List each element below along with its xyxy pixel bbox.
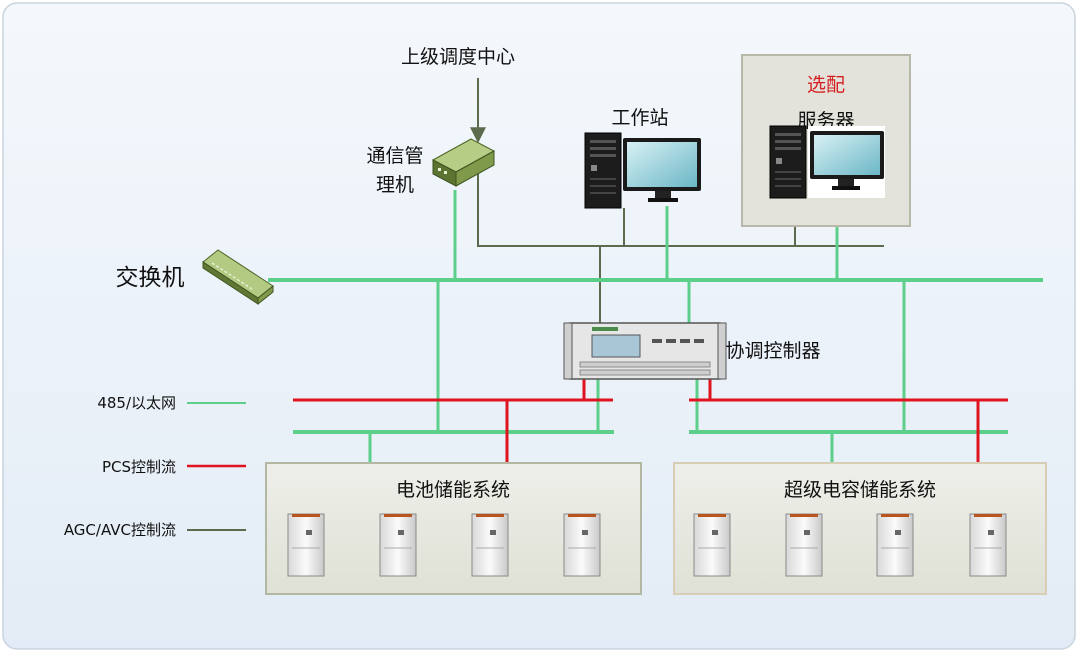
dispatch-center-label: 上级调度中心 (401, 46, 515, 68)
legend-ethernet-label: 485/以太网 (97, 394, 176, 412)
comm-manager-device-icon (431, 138, 496, 187)
cabinet-icon (693, 513, 731, 577)
supercap-system-label: 超级电容储能系统 (784, 479, 936, 501)
optional-label: 选配 (807, 74, 845, 96)
workstation-label: 工作站 (611, 107, 668, 129)
battery-cabinets (287, 513, 601, 577)
comm-manager-label-line2: 理机 (376, 174, 414, 196)
cabinet-icon (969, 513, 1007, 577)
legend-pcs-label: PCS控制流 (102, 458, 176, 476)
comm-manager-label-line1: 通信管 (366, 145, 423, 167)
agc-control-lines (470, 78, 884, 325)
cabinet-icon (785, 513, 823, 577)
server-computer-icon (769, 125, 885, 199)
coordinator-device-icon (563, 322, 727, 380)
cabinet-icon (471, 513, 509, 577)
supercap-cabinets (693, 513, 1007, 577)
cabinet-icon (379, 513, 417, 577)
cabinet-icon (876, 513, 914, 577)
cabinet-icon (287, 513, 325, 577)
coordinator-label: 协调控制器 (725, 340, 820, 362)
workstation-computer-icon (584, 132, 701, 209)
pcs-control-lines (293, 378, 1008, 463)
legend-agc-label: AGC/AVC控制流 (64, 521, 176, 539)
battery-system-label: 电池储能系统 (396, 479, 510, 501)
cabinet-icon (563, 513, 601, 577)
legend: 485/以太网 PCS控制流 AGC/AVC控制流 (64, 394, 246, 539)
switch-label: 交换机 (116, 265, 185, 291)
switch-device-icon (202, 249, 274, 306)
